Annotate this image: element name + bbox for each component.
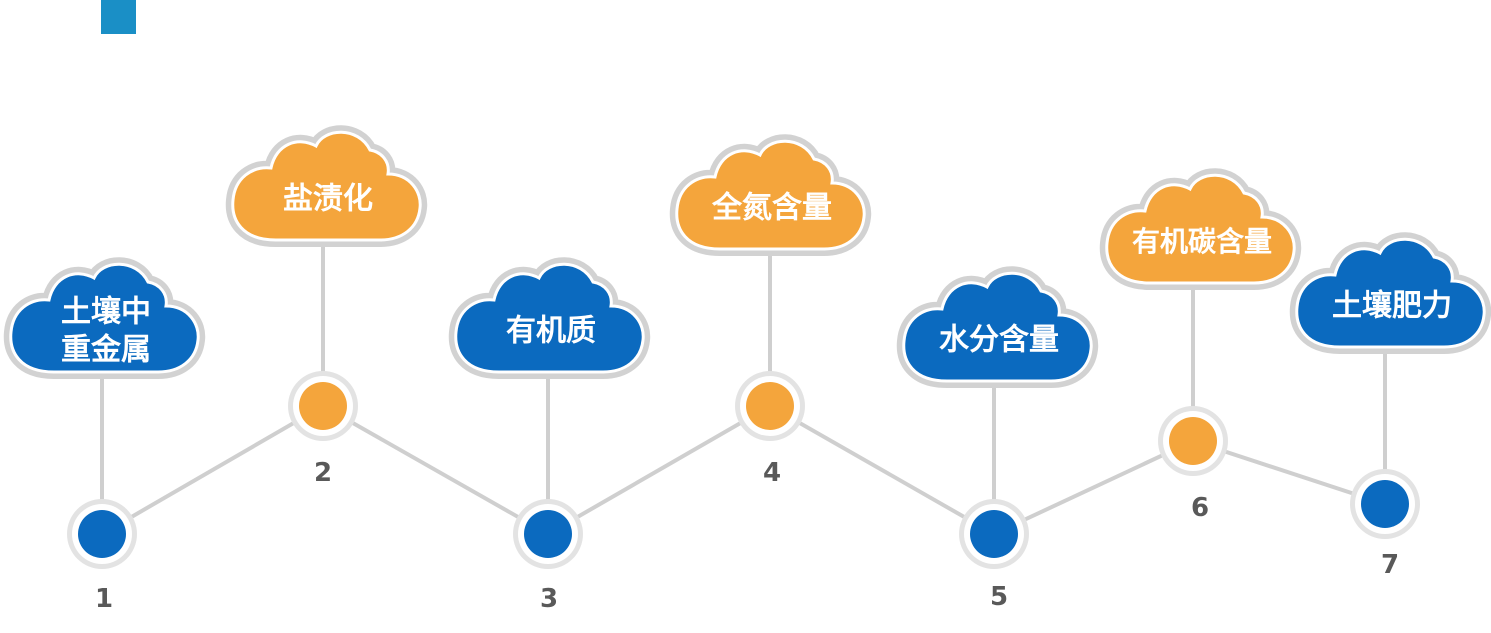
cloud-label: 土壤肥力 [1332, 289, 1452, 324]
node-number: 2 [314, 458, 332, 488]
node-dots [67, 371, 1420, 569]
cloud-label: 有机碳含量 [1132, 225, 1272, 258]
dot-core [970, 510, 1018, 558]
cloud-node-5: 水分含量 [896, 266, 1099, 388]
dot-core [299, 382, 347, 430]
cloud-shape [9, 262, 200, 374]
dot-core [746, 382, 794, 430]
node-dot-2 [288, 371, 358, 441]
corner-accent-block [101, 0, 136, 34]
dot-core [1361, 480, 1409, 528]
cloud-shape [231, 130, 422, 242]
cloud-node-3: 有机质 [448, 257, 651, 379]
cloud-label: 有机质 [506, 314, 596, 349]
node-number: 7 [1381, 550, 1399, 580]
cloud-label: 全氮含量 [711, 191, 832, 226]
node-dot-6 [1158, 406, 1228, 476]
dot-core [78, 510, 126, 558]
node-dot-4 [735, 371, 805, 441]
cloud-shape [675, 139, 866, 251]
cloud-label: 水分含量 [939, 323, 1059, 358]
cloud-label: 重金属 [61, 333, 151, 368]
node-number: 3 [540, 584, 558, 614]
cloud-shape [1295, 237, 1486, 349]
cloud-node-7: 土壤肥力 [1289, 232, 1491, 354]
node-dot-3 [513, 499, 583, 569]
cloud-label: 盐渍化 [283, 182, 373, 217]
cloud-node-2: 盐渍化 [225, 125, 428, 247]
cloud-shape [902, 271, 1093, 383]
node-dot-5 [959, 499, 1029, 569]
node-numbers: 1 2 3 4 5 6 7 [95, 458, 1399, 614]
cloud-shape [454, 262, 645, 374]
dot-core [1169, 417, 1217, 465]
node-number: 5 [990, 582, 1008, 612]
cloud-node-4: 全氮含量 [669, 134, 872, 256]
cloud-label: 土壤中 [61, 295, 151, 330]
node-number: 6 [1191, 493, 1209, 523]
node-number: 4 [763, 458, 781, 488]
node-stems [100, 245, 1387, 514]
node-dot-7 [1350, 469, 1420, 539]
node-number: 1 [95, 584, 113, 614]
node-dot-1 [67, 499, 137, 569]
cloud-shape [1105, 173, 1296, 285]
dot-core [524, 510, 572, 558]
cloud-node-6: 有机碳含量 [1099, 168, 1302, 290]
